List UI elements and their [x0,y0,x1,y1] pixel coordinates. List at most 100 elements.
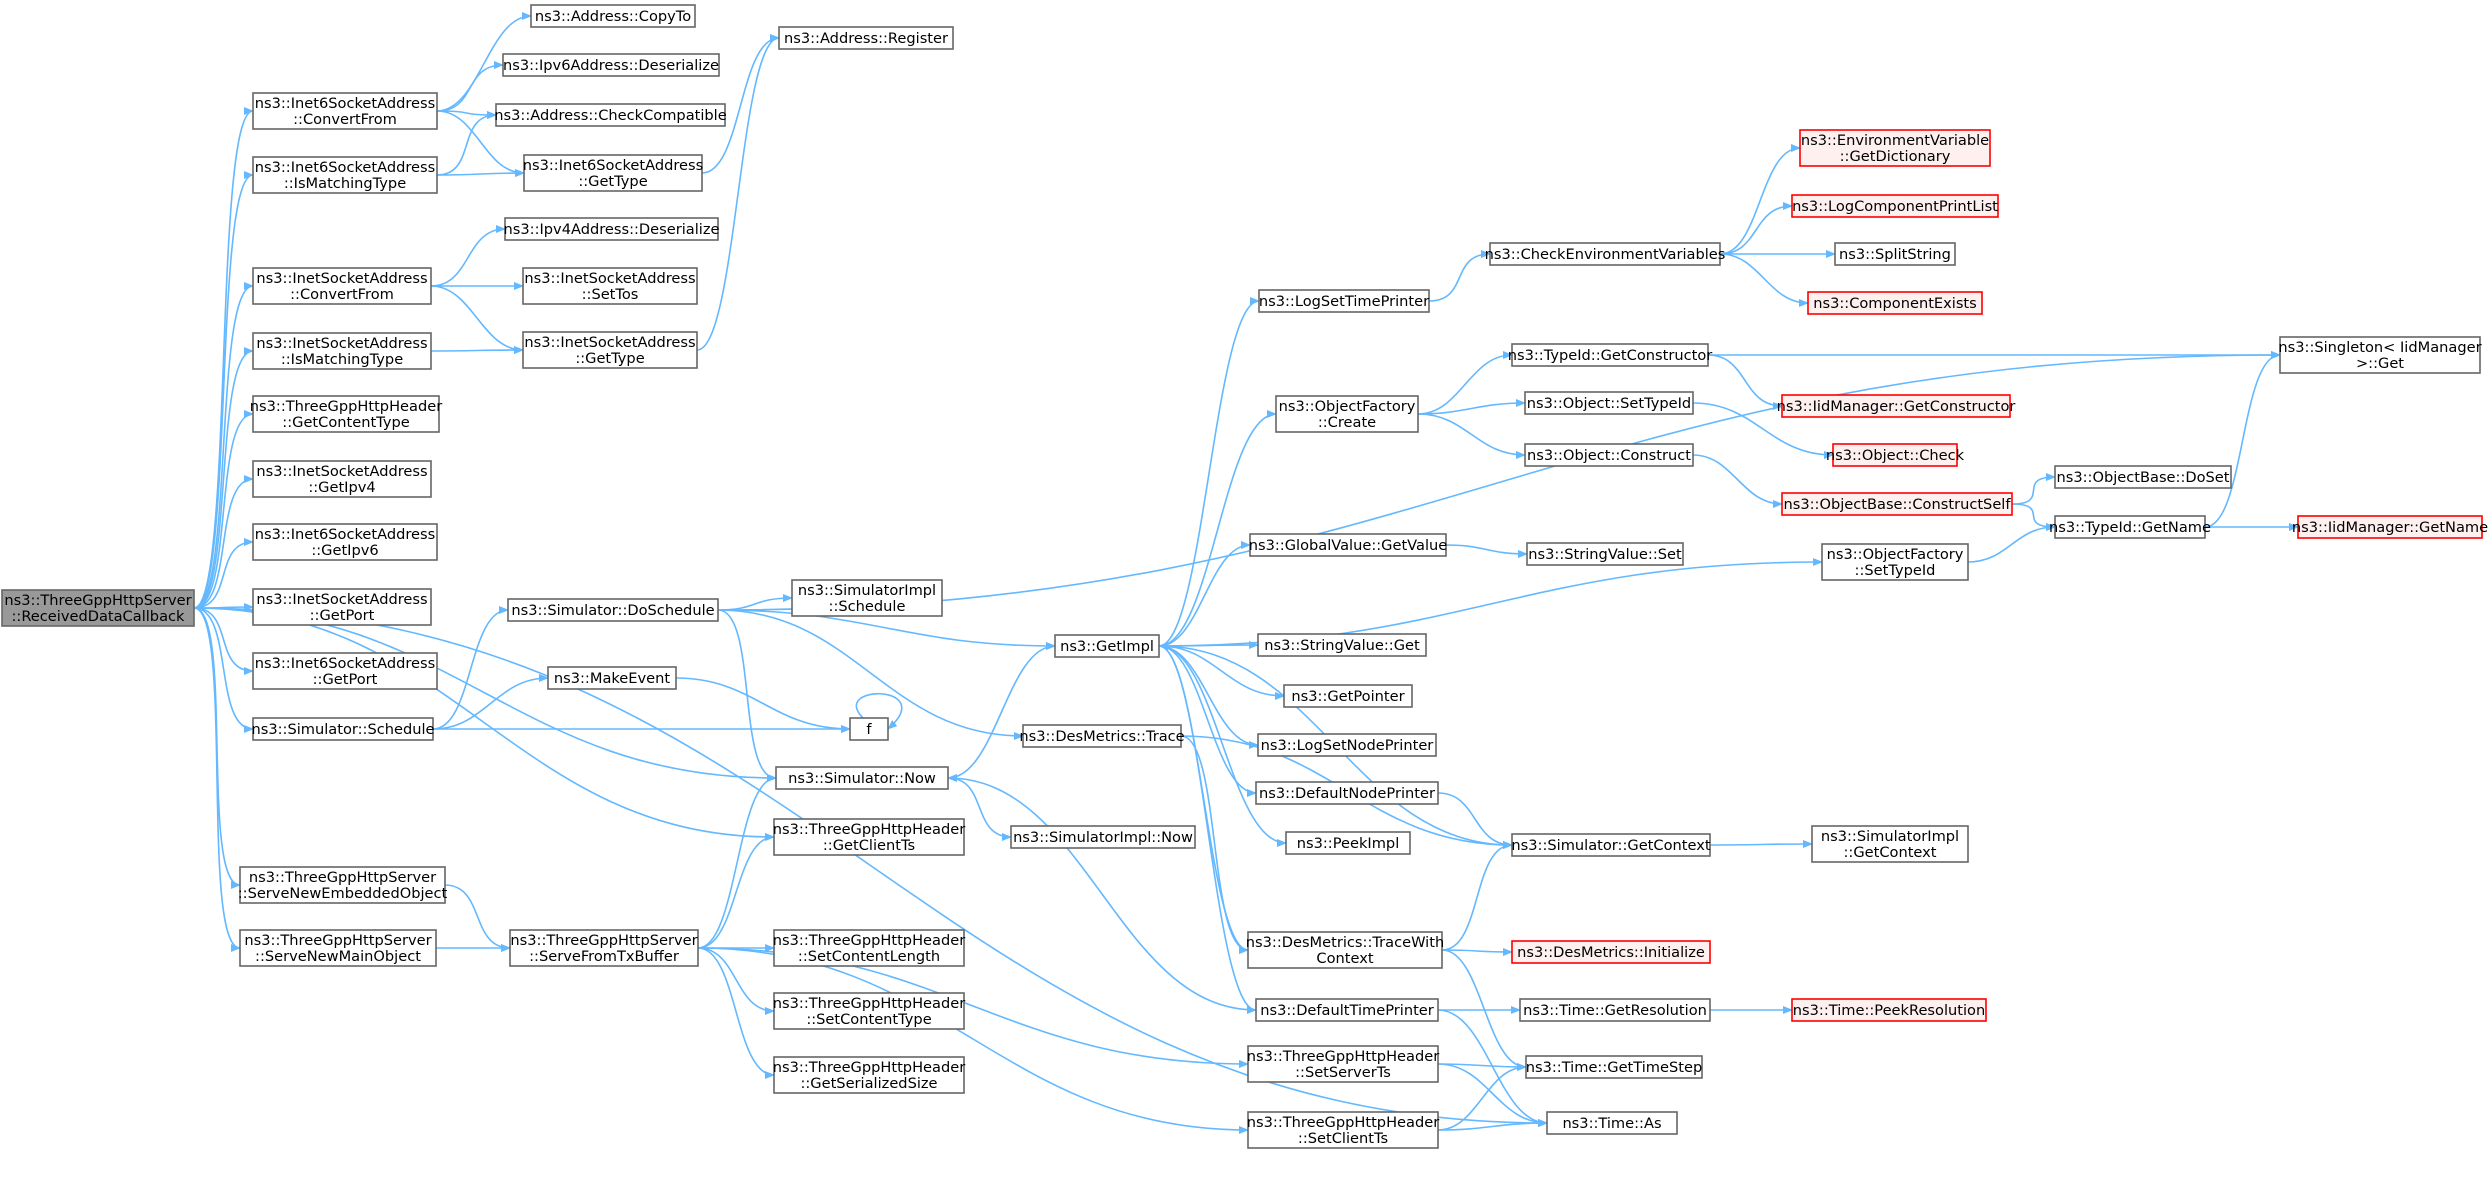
edge-i6ConvertFrom-to-i6GetType [436,110,525,177]
node-hGetSerializedSize[interactable]: ns3::ThreeGppHttpHeader::GetSerializedSi… [773,1056,965,1094]
edge-getImpl-to-getPointer [1158,645,1285,700]
edge-root-to-simSchedule [193,607,254,733]
node-iIsMatching[interactable]: ns3::InetSocketAddress::IsMatchingType [252,332,432,370]
node-hSetClientTs[interactable]: ns3::ThreeGppHttpHeader::SetClientTs [1247,1111,1439,1149]
node-i6GetIpv6[interactable]: ns3::Inet6SocketAddress::GetIpv6 [252,523,438,561]
node-objBaseDoSet[interactable]: ns3::ObjectBase::DoSet [2054,465,2232,489]
node-simImplGetContext[interactable]: ns3::SimulatorImpl::GetContext [1811,825,1969,863]
node-objFactoryCreate[interactable]: ns3::ObjectFactory::Create [1275,395,1419,433]
edge-serveEmbedded-to-serveFromTx [444,884,511,952]
node-makeEvent[interactable]: ns3::MakeEvent [547,666,677,690]
node-simSchedule[interactable]: ns3::Simulator::Schedule [251,717,435,741]
node-desTrace[interactable]: ns3::DesMetrics::Trace [1019,724,1185,748]
node-label: ::GetPort [313,671,378,688]
node-box [1832,443,1958,467]
node-timeAs[interactable]: ns3::Time::As [1546,1111,1678,1135]
node-iidGetName[interactable]: ns3::IidManager::GetName [2292,515,2488,539]
edge-i6IsMatching-to-i6GetType [436,169,525,178]
node-ipv4Deserialize[interactable]: ns3::Ipv4Address::Deserialize [504,217,720,241]
node-typeIdGetCtor[interactable]: ns3::TypeId::GetConstructor [1508,343,1713,367]
node-svGet[interactable]: ns3::StringValue::Get [1257,633,1427,657]
node-box [495,103,726,127]
node-label: ns3::PeekImpl [1297,835,1400,852]
node-iConvertFrom[interactable]: ns3::InetSocketAddress::ConvertFrom [252,267,432,305]
node-simGetContext[interactable]: ns3::Simulator::GetContext [1511,833,1711,857]
node-addrCheckCompat[interactable]: ns3::Address::CheckCompatible [494,103,727,127]
node-objBaseCtorSelf[interactable]: ns3::ObjectBase::ConstructSelf [1781,492,2013,516]
edge-desTrace-to-desTraceWith [1180,735,1249,954]
node-box [1546,1111,1678,1135]
node-box [252,395,440,433]
edge-i6ConvertFrom-to-addrCopyTo [436,12,532,112]
node-getPointer[interactable]: ns3::GetPointer [1283,684,1413,708]
node-svSet[interactable]: ns3::StringValue::Set [1526,542,1684,566]
node-box [1811,825,1969,863]
node-label: ::GetPort [310,607,375,624]
node-label: >::Get [2356,355,2404,372]
node-simDoSchedule[interactable]: ns3::Simulator::DoSchedule [507,598,719,622]
node-root[interactable]: ns3::ThreeGppHttpServer::ReceivedDataCal… [1,589,195,627]
node-label: ns3::DefaultTimePrinter [1260,1002,1434,1019]
node-i6ConvertFrom[interactable]: ns3::Inet6SocketAddress::ConvertFrom [252,92,438,130]
node-iGetIpv4[interactable]: ns3::InetSocketAddress::GetIpv4 [252,460,432,498]
edge-simDoSchedule-to-getImpl [717,609,1056,650]
node-simImplSchedule[interactable]: ns3::SimulatorImpl::Schedule [791,579,943,617]
node-serveMain[interactable]: ns3::ThreeGppHttpServer::ServeNewMainObj… [239,929,437,967]
node-label: ::ReceivedDataCallback [11,608,185,625]
node-timeGetResolution[interactable]: ns3::Time::GetResolution [1519,998,1711,1022]
edge-objFactoryCreate-to-typeIdGetCtor [1417,351,1513,415]
node-logCompPrintList[interactable]: ns3::LogComponentPrintList [1791,194,1999,218]
node-box [1821,543,1969,581]
node-i6IsMatching[interactable]: ns3::Inet6SocketAddress::IsMatchingType [252,156,438,194]
edge-desTraceWith-to-simGetContext [1441,841,1513,951]
node-peekImpl[interactable]: ns3::PeekImpl [1285,831,1411,855]
node-hGetClientTs[interactable]: ns3::ThreeGppHttpHeader::GetClientTs [773,818,965,856]
node-compExists[interactable]: ns3::ComponentExists [1807,291,1983,315]
node-i6GetType[interactable]: ns3::Inet6SocketAddress::GetType [523,154,703,192]
node-label: ns3::InetSocketAddress [256,270,427,287]
node-objConstruct[interactable]: ns3::Object::Construct [1524,443,1694,467]
node-hSetServerTs[interactable]: ns3::ThreeGppHttpHeader::SetServerTs [1247,1045,1439,1083]
node-timePeekResolution[interactable]: ns3::Time::PeekResolution [1791,998,1987,1022]
node-singletonGet[interactable]: ns3::Singleton< IidManager>::Get [2278,336,2482,374]
node-defaultTimePrinter[interactable]: ns3::DefaultTimePrinter [1255,998,1439,1022]
node-simImplNow[interactable]: ns3::SimulatorImpl::Now [1010,825,1196,849]
node-label: ns3::ThreeGppHttpHeader [1247,1048,1439,1065]
node-label: ns3::EnvironmentVariable [1801,132,1989,149]
node-serveEmbedded[interactable]: ns3::ThreeGppHttpServer::ServeNewEmbedde… [238,866,448,904]
node-label: f [866,721,872,738]
node-objFactorySetTypeId[interactable]: ns3::ObjectFactory::SetTypeId [1821,543,1969,581]
node-hSetContentLength[interactable]: ns3::ThreeGppHttpHeader::SetContentLengt… [773,929,965,967]
node-ipv6Deserialize[interactable]: ns3::Ipv6Address::Deserialize [502,53,720,77]
node-getImpl[interactable]: ns3::GetImpl [1054,634,1160,658]
node-label: ns3::IidManager::GetName [2292,519,2488,536]
node-checkEnvVars[interactable]: ns3::CheckEnvironmentVariables [1485,242,1726,266]
node-addrCopyTo[interactable]: ns3::Address::CopyTo [530,4,696,28]
node-simNow[interactable]: ns3::Simulator::Now [775,766,949,790]
node-f[interactable]: f [849,717,889,741]
node-gvGetValue[interactable]: ns3::GlobalValue::GetValue [1249,533,1448,557]
node-i6GetPort[interactable]: ns3::Inet6SocketAddress::GetPort [252,652,438,690]
node-iGetPort[interactable]: ns3::InetSocketAddress::GetPort [252,588,432,626]
node-objSetTypeId[interactable]: ns3::Object::SetTypeId [1524,391,1694,415]
node-iGetType[interactable]: ns3::InetSocketAddress::GetType [522,331,698,369]
node-logSetTimePrinter[interactable]: ns3::LogSetTimePrinter [1258,289,1430,313]
node-objCheck[interactable]: ns3::Object::Check [1826,443,1965,467]
node-envGetDict[interactable]: ns3::EnvironmentVariable::GetDictionary [1799,129,1991,167]
node-desInitialize[interactable]: ns3::DesMetrics::Initialize [1511,940,1711,964]
node-box [252,717,434,741]
node-logSetNodePrinter[interactable]: ns3::LogSetNodePrinter [1257,733,1437,757]
node-hGetContentType[interactable]: ns3::ThreeGppHttpHeader::GetContentType [250,395,442,433]
node-serveFromTx[interactable]: ns3::ThreeGppHttpServer::ServeFromTxBuff… [509,929,699,967]
node-iSetTos[interactable]: ns3::InetSocketAddress::SetTos [522,267,698,305]
node-iidGetCtor[interactable]: ns3::IidManager::GetConstructor [1777,394,2016,418]
node-addrRegister[interactable]: ns3::Address::Register [778,26,954,50]
node-timeGetTimeStep[interactable]: ns3::Time::GetTimeStep [1525,1055,1703,1079]
node-typeIdGetName[interactable]: ns3::TypeId::GetName [2049,515,2211,539]
edge-root-to-iIsMatching [193,347,254,609]
node-splitString[interactable]: ns3::SplitString [1834,242,1956,266]
node-label: Context [1316,950,1373,967]
node-hSetContentType[interactable]: ns3::ThreeGppHttpHeader::SetContentType [773,992,965,1030]
node-defaultNodePrinter[interactable]: ns3::DefaultNodePrinter [1255,781,1439,805]
